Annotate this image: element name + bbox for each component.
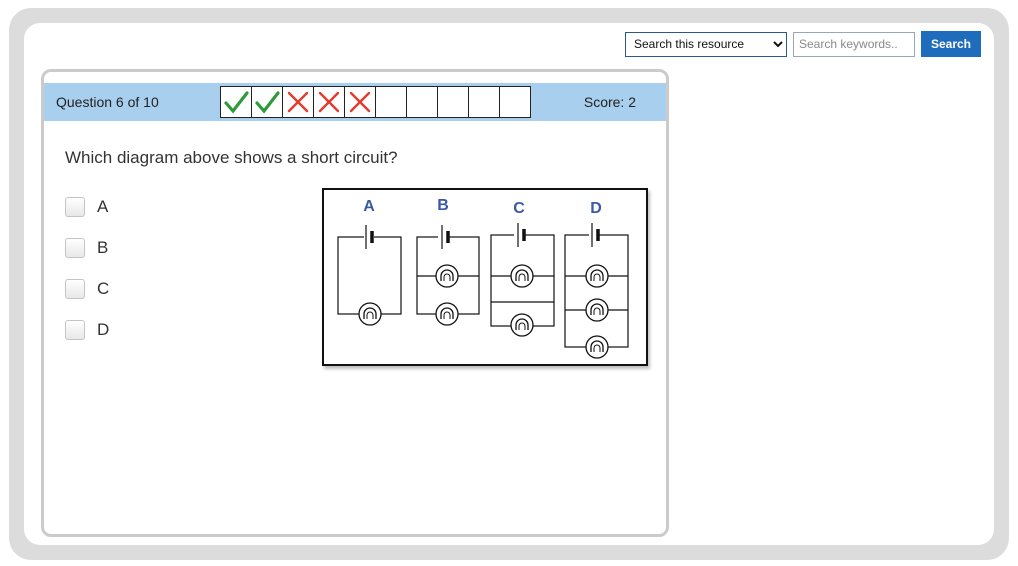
- bulb-icon: [510, 264, 534, 288]
- circuit-b: [416, 225, 480, 326]
- bulb-icon: [585, 335, 609, 359]
- checkbox[interactable]: [65, 278, 85, 299]
- diagram-label-c: C: [513, 200, 525, 217]
- checkbox[interactable]: [65, 237, 85, 258]
- bulb-icon: [585, 298, 609, 322]
- bulb-icon: [510, 313, 534, 337]
- question-counter: Question 6 of 10: [56, 94, 159, 110]
- bulb-icon: [585, 264, 609, 288]
- circuit-c: [490, 223, 555, 337]
- option-label: D: [97, 319, 110, 339]
- search-button[interactable]: Search: [921, 31, 981, 57]
- circuit-diagram: A B C D: [322, 188, 648, 366]
- search-bar: Search this resource Search: [625, 31, 981, 57]
- bulb-icon: [358, 302, 382, 326]
- score: Score: 2: [583, 94, 636, 110]
- checkbox[interactable]: [65, 196, 85, 217]
- content-panel: Search this resource Search Question 6 o…: [24, 23, 994, 545]
- check-icon: [255, 91, 280, 114]
- option-c[interactable]: C: [65, 268, 109, 309]
- progress-cell: [252, 87, 283, 117]
- search-scope-select[interactable]: Search this resource: [625, 31, 787, 57]
- cross-icon: [287, 91, 309, 113]
- quiz-header: Question 6 of 10 Score: 2: [44, 83, 666, 121]
- circuit-diagram-svg: A B C D: [337, 197, 629, 359]
- option-label: B: [97, 237, 109, 257]
- option-label: A: [97, 196, 109, 216]
- progress-cell: [221, 87, 252, 117]
- cross-icon: [349, 91, 371, 113]
- option-d[interactable]: D: [65, 309, 109, 350]
- circuit-d: [564, 223, 629, 359]
- diagram-label-d: D: [590, 200, 602, 217]
- outer-frame: Search this resource Search Question 6 o…: [9, 8, 1009, 560]
- diagram-label-a: A: [363, 198, 375, 215]
- cross-icon: [318, 91, 340, 113]
- progress-cell: [407, 87, 438, 117]
- bulb-icon: [435, 302, 459, 326]
- answer-progress: [220, 86, 531, 118]
- progress-cell: [500, 87, 530, 117]
- diagram-label-b: B: [437, 197, 449, 214]
- search-input[interactable]: [793, 31, 915, 57]
- checkbox[interactable]: [65, 319, 85, 340]
- progress-cell: [283, 87, 314, 117]
- circuit-a: [337, 225, 402, 326]
- answer-options: A B C D: [65, 186, 109, 350]
- question-text: Which diagram above shows a short circui…: [65, 148, 398, 167]
- quiz-card: Question 6 of 10 Score: 2 Which diagram …: [41, 69, 669, 537]
- option-label: C: [97, 278, 110, 298]
- progress-cell: [438, 87, 469, 117]
- progress-cell: [376, 87, 407, 117]
- progress-cell: [314, 87, 345, 117]
- option-a[interactable]: A: [65, 186, 109, 227]
- progress-cell: [469, 87, 500, 117]
- bulb-icon: [435, 264, 459, 288]
- option-b[interactable]: B: [65, 227, 109, 268]
- progress-cell: [345, 87, 376, 117]
- check-icon: [224, 91, 249, 114]
